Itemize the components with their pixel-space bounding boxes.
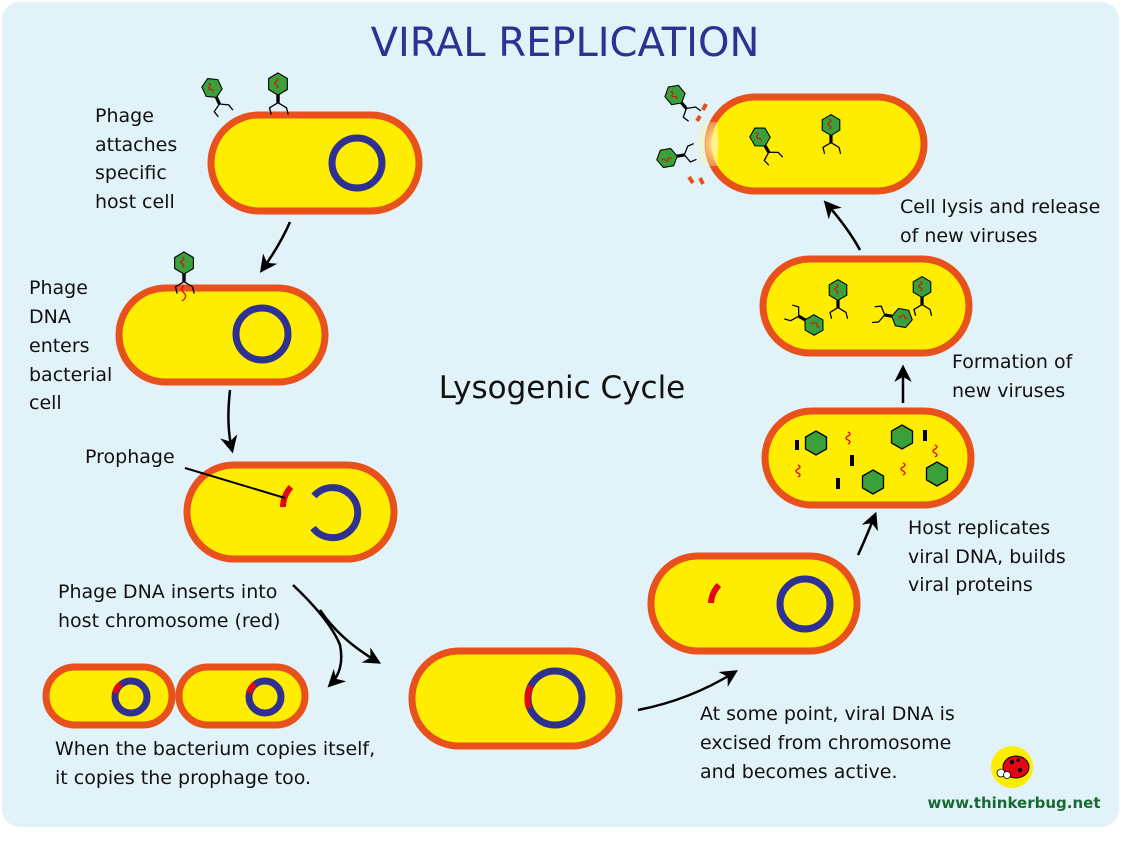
capsid-icon <box>861 469 885 495</box>
label-attach: Phage attaches specific host cell <box>95 105 183 213</box>
label-copy: When the bacterium copies itself, it cop… <box>55 738 381 789</box>
cell-lysis <box>653 79 928 195</box>
label-formation: Formation of new viruses <box>952 351 1078 402</box>
label-prophage: Prophage <box>85 446 175 468</box>
arrow <box>318 609 382 664</box>
thinkerbug-logo <box>991 746 1033 788</box>
cell-assembled <box>759 255 973 357</box>
capsid-icon <box>804 430 828 456</box>
prophage-pointer <box>184 467 286 499</box>
arrow <box>637 670 738 712</box>
cell-excised <box>647 552 861 655</box>
cycle-label: Lysogenic Cycle <box>439 370 686 406</box>
cell-parts <box>761 407 975 509</box>
label-lysis: Cell lysis and release of new viruses <box>900 196 1106 247</box>
label-insert: Phage DNA inserts into host chromosome (… <box>58 581 283 632</box>
arrow <box>856 511 878 556</box>
capsid-icon <box>890 424 914 450</box>
arrow <box>292 584 347 688</box>
arrow <box>259 221 292 273</box>
label-replicate: Host replicates viral DNA, builds viral … <box>908 517 1072 596</box>
capsid-icon <box>925 461 949 487</box>
cell-attach <box>198 71 423 215</box>
label-enter: Phage DNA enters bacterial cell <box>29 277 118 414</box>
page-title: VIRAL REPLICATION <box>371 20 760 66</box>
cell-integrated <box>408 647 623 750</box>
cell-prophage <box>183 461 398 563</box>
label-excise: At some point, viral DNA is excised from… <box>700 703 961 783</box>
cell-enter <box>115 250 329 386</box>
cells-dividing <box>42 663 309 729</box>
arrow <box>823 200 862 251</box>
logo-url: www.thinkerbug.net <box>928 794 1101 812</box>
arrow <box>220 389 238 454</box>
